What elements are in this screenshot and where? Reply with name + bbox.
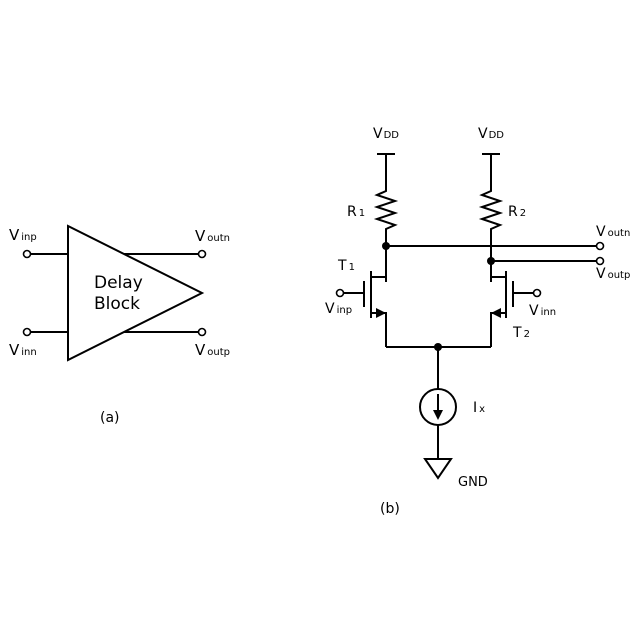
voutp-label-b: Voutp: [596, 266, 630, 282]
voutp-terminal-b: [597, 258, 604, 265]
ix-label: Ix: [473, 400, 485, 416]
ground-symbol: [425, 459, 451, 478]
delay-block-label-line1: Delay: [94, 273, 143, 293]
caption-a: (a): [100, 410, 120, 426]
delay-block-diagram: Delay Block Vinp Vinn Voutn Voutp (a): [9, 226, 230, 426]
t2-label: T2: [512, 325, 530, 341]
delay-block-triangle: [68, 226, 202, 360]
vinp-label-b: Vinp: [325, 301, 352, 317]
vinn-label-b: Vinn: [529, 303, 556, 319]
voutp-label: Voutp: [195, 341, 230, 359]
t1-label: T1: [337, 258, 355, 274]
gnd-label: GND: [458, 475, 488, 490]
voutn-label: Voutn: [195, 227, 230, 245]
voutn-terminal: [199, 251, 206, 258]
vinn-label: Vinn: [9, 341, 37, 359]
vdd-left-label: VDD: [373, 126, 399, 142]
voutn-terminal-b: [597, 243, 604, 250]
vinp-label: Vinp: [9, 226, 37, 244]
caption-b: (b): [380, 501, 400, 517]
r1-label: R1: [347, 204, 365, 220]
voutn-label-b: Voutn: [596, 224, 630, 240]
current-source-ix: [420, 389, 456, 425]
vinn-terminal: [24, 329, 31, 336]
delay-block-label-line2: Block: [94, 294, 140, 314]
vdd-right-label: VDD: [478, 126, 504, 142]
vinp-terminal: [24, 251, 31, 258]
voutp-terminal: [199, 329, 206, 336]
differential-pair-circuit: VDD VDD R1 R2 Voutn Voutp T1 Vinp: [325, 126, 630, 517]
r2-label: R2: [508, 204, 526, 220]
